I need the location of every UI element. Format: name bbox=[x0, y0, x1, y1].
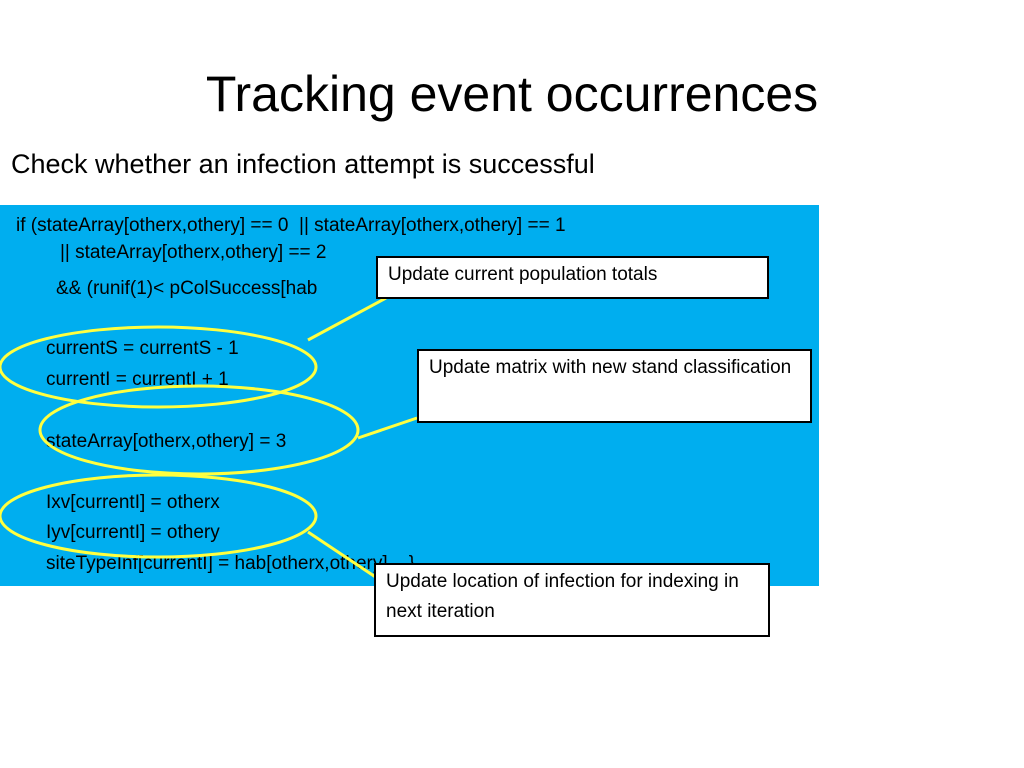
highlight-ellipse-location bbox=[0, 473, 318, 559]
callout-population-text: Update current population totals bbox=[388, 264, 658, 285]
callout-location-text: Update location of infection for indexin… bbox=[386, 571, 739, 622]
callout-location-update: Update location of infection for indexin… bbox=[374, 563, 770, 637]
connector-matrix bbox=[357, 416, 418, 440]
callout-matrix-text: Update matrix with new stand classificat… bbox=[429, 357, 792, 378]
code-line-or: || stateArray[otherx,othery] == 2 bbox=[60, 242, 327, 263]
callout-population-totals: Update current population totals bbox=[376, 256, 769, 299]
callout-matrix-update: Update matrix with new stand classificat… bbox=[417, 349, 812, 423]
code-line-currentS: currentS = currentS - 1 bbox=[46, 338, 239, 359]
code-line-statearray: stateArray[otherx,othery] = 3 bbox=[46, 431, 287, 452]
code-line-iyv: Iyv[currentI] = othery bbox=[46, 522, 220, 543]
connector-location bbox=[307, 530, 381, 582]
code-line-ixv: Ixv[currentI] = otherx bbox=[46, 492, 220, 513]
slide-title: Tracking event occurrences bbox=[205, 66, 819, 122]
highlight-ellipse-matrix bbox=[38, 384, 360, 476]
connector-population bbox=[307, 296, 387, 342]
highlight-ellipse-population bbox=[0, 325, 318, 409]
code-line-currentI: currentI = currentI + 1 bbox=[46, 369, 229, 390]
code-line-if: if (stateArray[otherx,othery] == 0 || st… bbox=[16, 215, 566, 236]
code-line-and: && (runif(1)< pColSuccess[hab bbox=[56, 278, 318, 299]
slide-subtitle: Check whether an infection attempt is su… bbox=[11, 149, 595, 179]
